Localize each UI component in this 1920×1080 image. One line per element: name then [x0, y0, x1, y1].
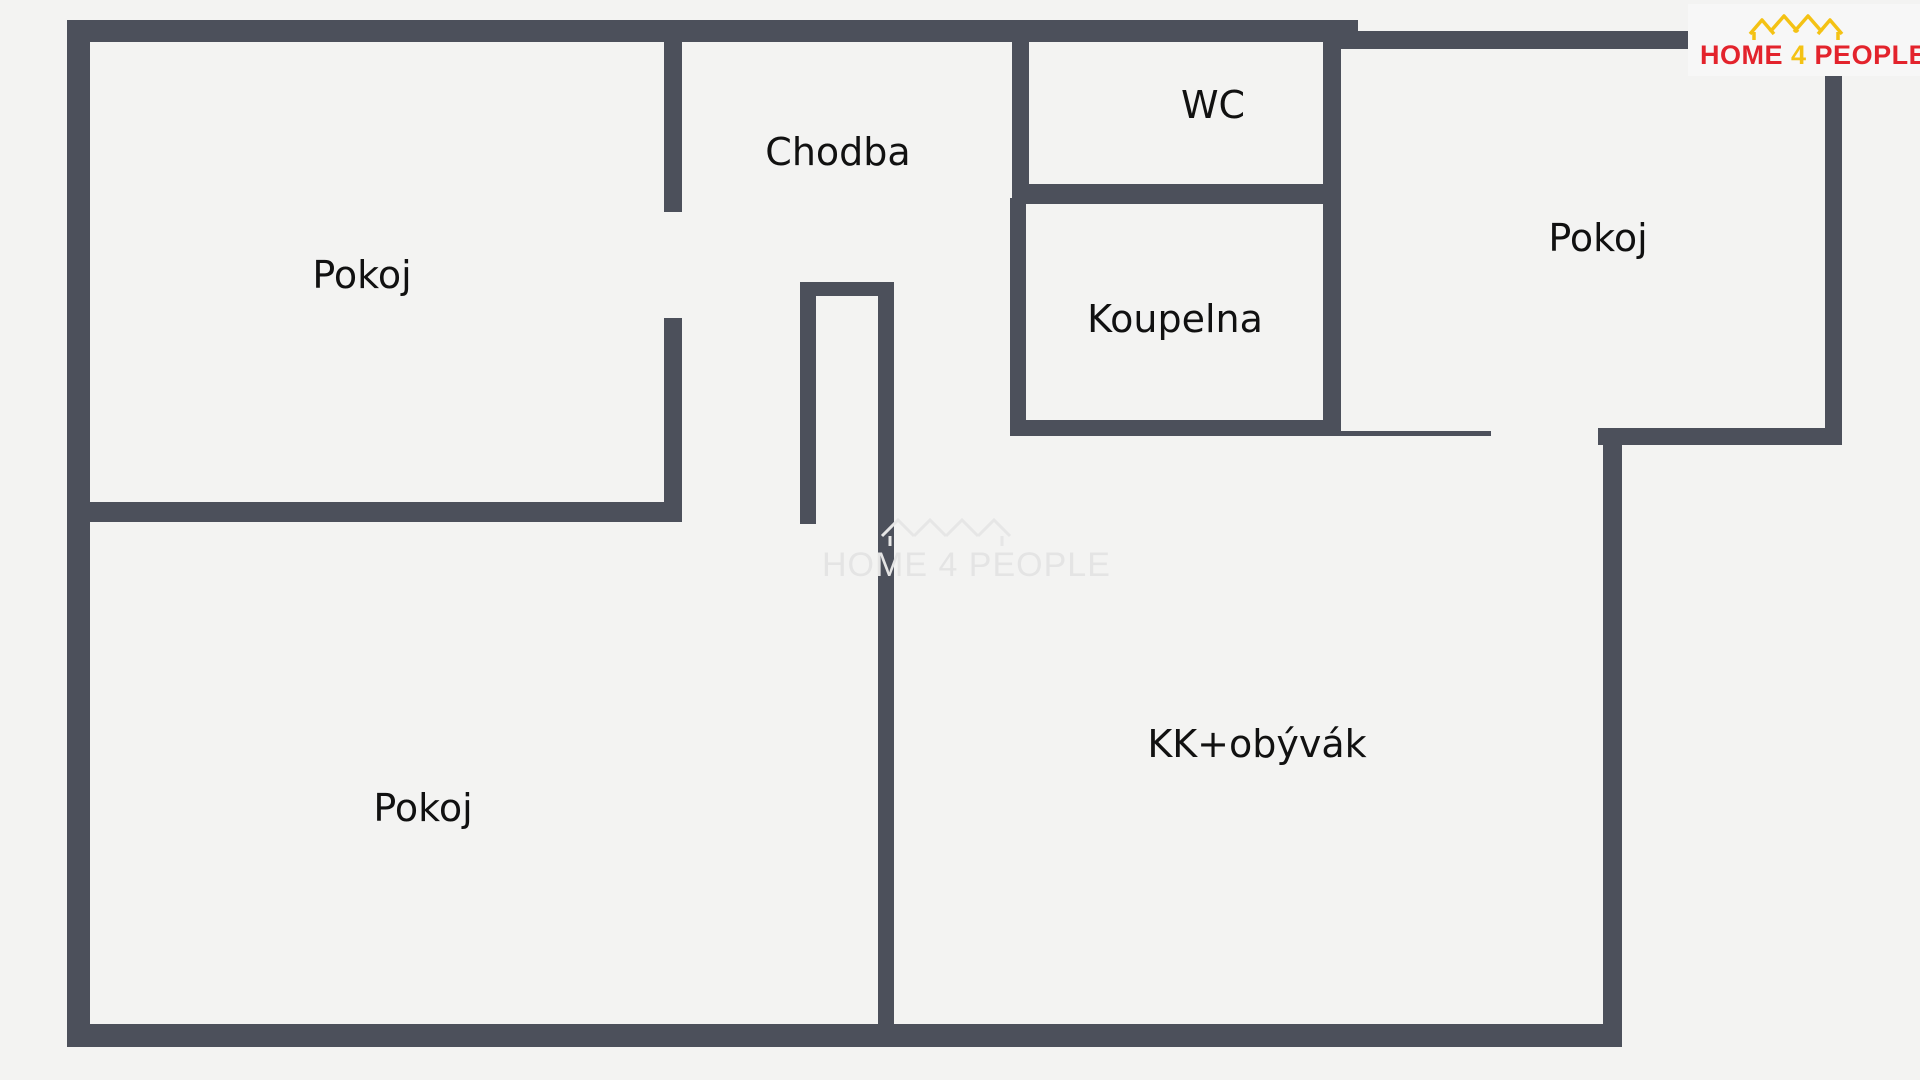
wall-room1-right-lower [664, 318, 682, 522]
room-label-kk-obyvak: KK+obývák [1147, 722, 1366, 766]
wall-outer-right-upper [1825, 31, 1842, 445]
logo-text: HOME 4 PEOPLE [1700, 42, 1920, 69]
wall-wc-bottom [1012, 184, 1341, 204]
house-roofs-icon [1748, 14, 1844, 40]
brand-logo: HOME 4 PEOPLE [1688, 4, 1920, 76]
wall-room1-right-upper [664, 36, 682, 212]
room-label-koupelna: Koupelna [1087, 297, 1263, 341]
wall-bath-left [1010, 198, 1026, 436]
room-label-pokoj-top-left: Pokoj [312, 253, 411, 297]
wall-outer-top-left [67, 20, 1358, 42]
watermark-text: HOME 4 PEOPLE [822, 546, 1111, 584]
watermark-house-roofs-icon [880, 517, 1012, 546]
watermark: HOME 4 PEOPLE [822, 517, 1111, 584]
logo-text-home: HOME [1700, 40, 1792, 70]
wall-stub-top [800, 282, 892, 296]
logo-text-people: PEOPLE [1806, 40, 1920, 70]
wall-outer-right-lower [1603, 438, 1622, 1047]
wall-stub-left [800, 282, 816, 524]
logo-text-four: 4 [1791, 40, 1807, 70]
room-label-pokoj-top-right: Pokoj [1548, 216, 1647, 260]
wall-bath-right [1330, 198, 1341, 434]
wall-outer-bottom [67, 1024, 1622, 1047]
wall-bath-bottom [1010, 420, 1341, 436]
wall-partition-line [1336, 431, 1491, 436]
room-label-chodba: Chodba [765, 130, 910, 174]
wall-outer-right-step [1598, 428, 1842, 445]
room-label-wc: WC [1181, 83, 1245, 127]
wall-outer-left [67, 20, 90, 1047]
wall-wc-left [1012, 36, 1029, 196]
wall-stub-right [878, 282, 894, 1027]
room-label-pokoj-bottom-left: Pokoj [373, 786, 472, 830]
wall-room1-bottom [86, 502, 682, 522]
